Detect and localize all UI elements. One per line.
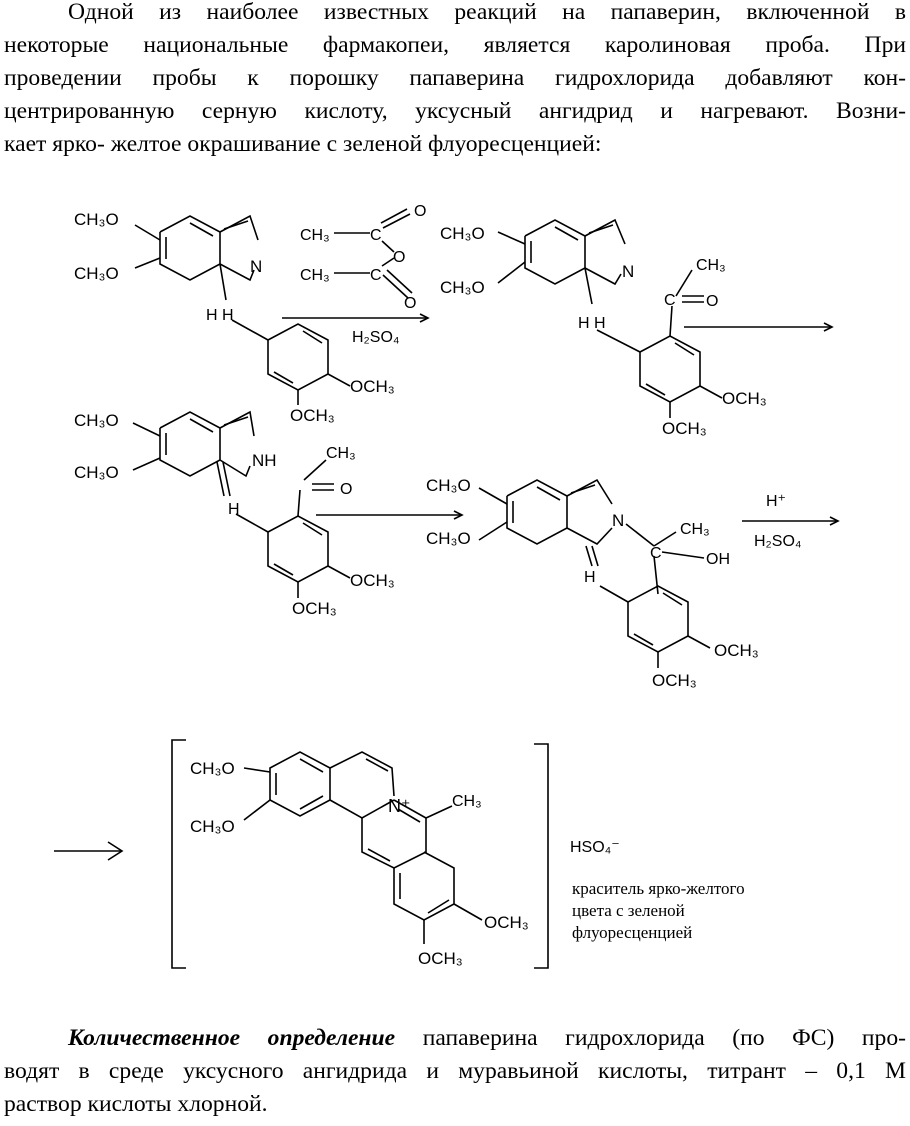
label-ch3-3: CH₃ [326, 445, 356, 462]
label-h2so4-2: H₂SO₄ [754, 533, 801, 550]
intro-line-5: кает ярко- желтое окрашивание с зеленой … [4, 131, 602, 157]
label-nh: NH [252, 451, 277, 470]
label-och3-3: CH₃O [440, 224, 485, 243]
intro-line-3: проведении пробы к порошку папаверина ги… [4, 65, 906, 91]
label-och3-8: CH₃O [426, 529, 471, 548]
label-och3r-7: OCH₃ [714, 641, 759, 660]
label-o-a: O [414, 203, 426, 220]
label-ch3-b: CH₃ [300, 267, 330, 284]
label-h-3: H [228, 501, 240, 518]
label-h2so4-1: H₂SO₄ [352, 329, 399, 346]
label-och3r-10: OCH₃ [418, 949, 463, 968]
label-och3-5: CH₃O [74, 411, 119, 430]
label-h-4: H [584, 569, 596, 586]
product-note-3: флуоресценцией [572, 923, 692, 942]
quant-line-1: Количественное определение папаверина ги… [4, 1022, 906, 1055]
structure-carbinol: CH₃O CH₃O N H CH₃ C OH OCH₃ OCH₃ [426, 476, 759, 690]
label-o-c: O [404, 295, 416, 312]
label-n-plus: N⁺ [388, 796, 411, 816]
label-och3r-4: OCH₃ [662, 419, 707, 438]
label-och3r-8: OCH₃ [652, 671, 697, 690]
label-o-2: O [706, 293, 718, 310]
label-oh: OH [706, 551, 730, 568]
label-och3-6: CH₃O [74, 463, 119, 482]
label-ch3-5: CH₃ [452, 793, 482, 810]
label-o-b: O [393, 249, 405, 266]
label-och3r-3: OCH₃ [722, 389, 767, 408]
label-c-a: C [370, 227, 382, 244]
structure-papaverine: CH₃O CH₃O N H H OCH₃ OCH₃ [74, 210, 395, 425]
label-c-4: C [650, 545, 662, 562]
reaction-arrow-3 [316, 510, 464, 520]
label-ch3-2: CH₃ [696, 257, 726, 274]
quant-bold-lead: Количественное определение [68, 1025, 396, 1051]
intro-line-4: центрированную серную кислоту, уксусный … [4, 98, 906, 124]
reaction-scheme: CH₃O CH₃O N H H OCH₃ OCH₃ CH₃ CH₃ C C O … [54, 203, 840, 969]
label-och3r-1: OCH₃ [350, 377, 395, 396]
reaction-arrow-5 [54, 841, 124, 861]
label-och3-7: CH₃O [426, 476, 471, 495]
label-c-b: C [370, 267, 382, 284]
quant-line-3: раствор кислоты хлорной. [4, 1091, 268, 1117]
label-hh-1: H H [206, 307, 234, 324]
product-note-2: цвета с зеленой [572, 901, 685, 920]
quant-paragraph: Количественное определение папаверина ги… [4, 1022, 906, 1121]
reaction-arrow-1: H₂SO₄ [282, 313, 430, 346]
label-o-3: O [340, 481, 352, 498]
reaction-arrow-2 [684, 322, 834, 332]
label-och3-10: CH₃O [190, 817, 235, 836]
label-ch3-a: CH₃ [300, 227, 330, 244]
label-hh-2: H H [578, 315, 606, 332]
reaction-arrow-4: H⁺ H₂SO₄ [742, 493, 840, 550]
label-och3-9: CH₃O [190, 759, 235, 778]
label-och3r-5: OCH₃ [350, 571, 395, 590]
label-och3r-9: OCH₃ [484, 913, 529, 932]
intro-line-1: Одной из наиболее известных реакций на п… [68, 0, 906, 25]
label-c-2: C [664, 292, 676, 309]
label-och3r-6: OCH₃ [292, 599, 337, 618]
label-n-4: N [612, 511, 624, 530]
quant-line-1-rest: папаверина гидрохлорида (по ФС) про- [395, 1025, 907, 1051]
label-n-1: N [250, 257, 262, 276]
product-note-1: краситель ярко-желтого [572, 879, 745, 898]
structure-product: CH₃O CH₃O N⁺ CH₃ OCH₃ OCH₃ HSO₄⁻ красите… [171, 739, 745, 969]
label-ch3-4: CH₃ [680, 521, 710, 538]
intro-line-2: некоторые национальные фармакопеи, являе… [4, 32, 906, 58]
label-och3-4: CH₃O [440, 278, 485, 297]
structure-acetylated: CH₃O CH₃O N H H CH₃ C O OCH₃ OCH₃ [440, 218, 767, 438]
label-och3-1: CH₃O [74, 210, 119, 229]
label-och3r-2: OCH₃ [290, 406, 335, 425]
intro-paragraph: Одной из наиболее известных реакций на п… [4, 0, 906, 161]
reagent-acetic-anhydride: CH₃ CH₃ C C O O O [300, 203, 426, 312]
label-n-2: N [622, 262, 634, 281]
quant-line-2: водят в среде уксусного ангидрида и мура… [4, 1058, 906, 1084]
label-hso4: HSO₄⁻ [570, 839, 620, 856]
label-h-plus: H⁺ [766, 493, 786, 510]
structure-enamine: CH₃O CH₃O NH H CH₃ O OCH₃ OCH₃ [74, 410, 395, 618]
label-och3-2: CH₃O [74, 264, 119, 283]
